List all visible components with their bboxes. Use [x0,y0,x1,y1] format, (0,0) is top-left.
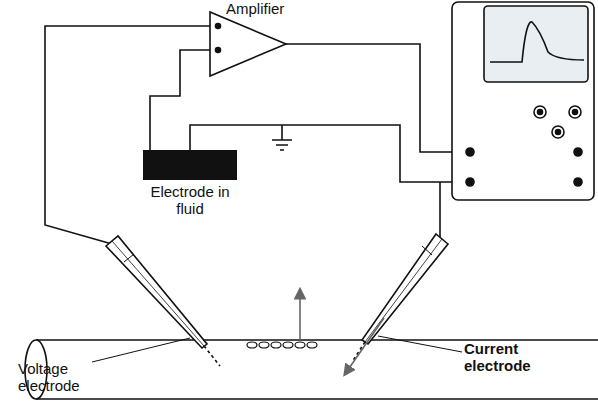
node-label: Electrode in fluid [143,183,237,217]
current-arrow [299,290,301,340]
wire [150,50,210,152]
ions [247,342,317,348]
electrode-tip [352,342,365,362]
knob [569,106,581,118]
leader-line [378,336,462,352]
wire [286,44,468,152]
amplifier-symbol [210,12,286,76]
terminal [574,148,582,156]
terminal [466,178,474,186]
fluid-electrode: Electrode in fluid [143,150,237,217]
electrode-block [143,150,237,180]
wire [439,182,441,240]
scope-screen [484,6,588,82]
leader-line [92,338,190,362]
axon [36,340,598,399]
terminal [574,178,582,186]
current-electrode [362,234,448,344]
current-arrow [345,318,384,374]
voltage-electrode [106,236,207,348]
input-pin [216,48,221,53]
text-label: Current electrode [464,340,554,374]
terminal [466,148,474,156]
scope-trace [490,22,584,62]
input-pin [216,24,221,29]
electrode-tip [204,346,220,366]
ground-symbol [272,125,292,150]
knob [534,106,546,118]
oscilloscope [452,2,594,200]
text-label: Voltage electrode [18,360,94,394]
text-label: Amplifier [226,0,284,17]
knob [552,126,564,138]
